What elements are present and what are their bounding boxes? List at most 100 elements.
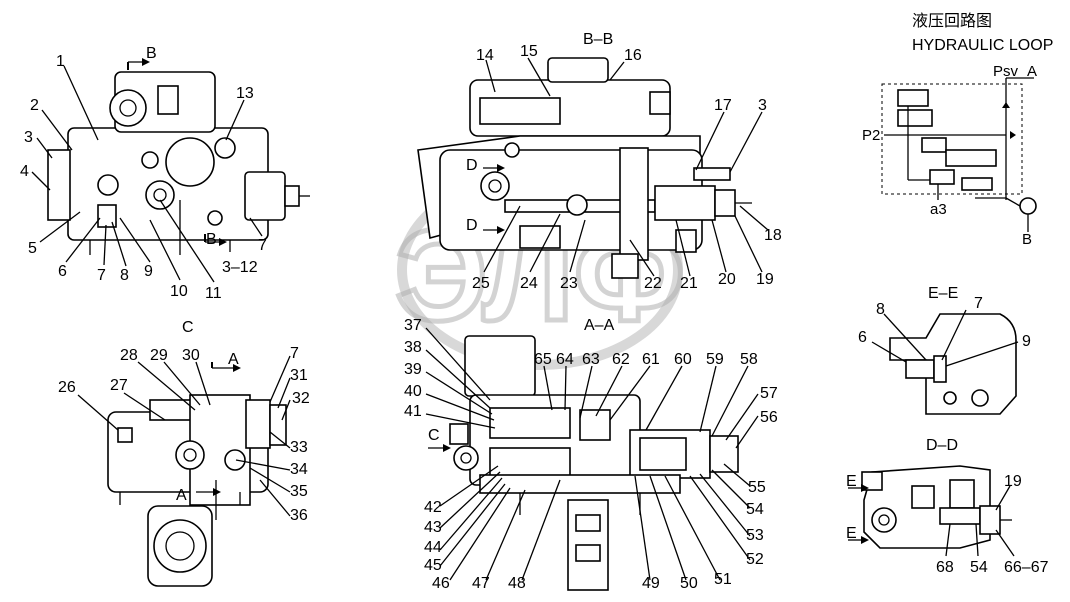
callout-13: 13 bbox=[236, 85, 254, 102]
callout-49: 49 bbox=[642, 575, 660, 592]
callout-6-ee: 6 bbox=[858, 329, 867, 346]
callout-64: 64 bbox=[556, 351, 574, 368]
view-dd-labels: 19 68 54 66–67 E E bbox=[846, 473, 1049, 576]
callout-7-ee: 7 bbox=[974, 295, 983, 312]
view-dd-title: D–D bbox=[926, 437, 958, 454]
callout-1: 1 bbox=[56, 53, 65, 70]
hydraulic-title-en: HYDRAULIC LOOP bbox=[912, 37, 1053, 54]
callout-31: 31 bbox=[290, 367, 308, 384]
callout-20: 20 bbox=[718, 271, 736, 288]
view-c-labels: 26 27 28 29 30 7 31 32 33 34 35 36 A A bbox=[58, 345, 310, 524]
callout-6: 6 bbox=[58, 263, 67, 280]
callout-28: 28 bbox=[120, 347, 138, 364]
callout-14: 14 bbox=[476, 47, 494, 64]
callout-48: 48 bbox=[508, 575, 526, 592]
callout-43: 43 bbox=[424, 519, 442, 536]
view-dd: D–D bbox=[848, 437, 1015, 557]
callout-47: 47 bbox=[472, 575, 490, 592]
callout-16: 16 bbox=[624, 47, 642, 64]
callout-51: 51 bbox=[714, 571, 732, 588]
callout-4: 4 bbox=[20, 163, 29, 180]
callout-42: 42 bbox=[424, 499, 442, 516]
section-arrow-d-lower: D bbox=[466, 217, 478, 234]
callout-22: 22 bbox=[644, 275, 662, 292]
section-arrow-b-top: B bbox=[146, 45, 157, 62]
callout-21: 21 bbox=[680, 275, 698, 292]
view-c-title: C bbox=[182, 319, 194, 336]
callout-7: 7 bbox=[97, 267, 106, 284]
view-aa-labels: 37 38 39 40 41 42 43 44 45 46 47 48 49 5… bbox=[404, 317, 778, 592]
callout-46: 46 bbox=[432, 575, 450, 592]
callout-23: 23 bbox=[560, 275, 578, 292]
callout-59: 59 bbox=[706, 351, 724, 368]
front-view bbox=[47, 71, 310, 255]
callout-52: 52 bbox=[746, 551, 764, 568]
callout-27: 27 bbox=[110, 377, 128, 394]
port-p2: P2 bbox=[862, 127, 880, 144]
callout-34: 34 bbox=[290, 461, 308, 478]
hydraulic-title-cn: 液压回路图 bbox=[912, 12, 992, 30]
callout-17: 17 bbox=[714, 97, 732, 114]
callout-39: 39 bbox=[404, 361, 422, 378]
view-ee-title: E–E bbox=[928, 285, 958, 302]
callout-62: 62 bbox=[612, 351, 630, 368]
callout-26: 26 bbox=[58, 379, 76, 396]
callout-36: 36 bbox=[290, 507, 308, 524]
view-bb-labels: 14 15 16 17 3 18 19 20 21 22 23 24 25 D … bbox=[466, 43, 782, 292]
callout-44: 44 bbox=[424, 539, 442, 556]
callout-2: 2 bbox=[30, 97, 39, 114]
view-aa: A–A bbox=[425, 317, 759, 591]
callout-24: 24 bbox=[520, 275, 538, 292]
callout-19: 19 bbox=[756, 271, 774, 288]
callout-63: 63 bbox=[582, 351, 600, 368]
callout-29: 29 bbox=[150, 347, 168, 364]
callout-8: 8 bbox=[120, 267, 129, 284]
callout-38: 38 bbox=[404, 339, 422, 356]
view-bb-title: B–B bbox=[583, 31, 613, 48]
callout-66-67: 66–67 bbox=[1004, 559, 1049, 576]
view-c: C bbox=[77, 319, 291, 587]
port-psv: Psv bbox=[993, 63, 1019, 80]
section-arrow-b-bottom: B bbox=[206, 231, 217, 248]
section-arrow-e-upper: E bbox=[846, 473, 857, 490]
callout-19-dd: 19 bbox=[1004, 473, 1022, 490]
callout-60: 60 bbox=[674, 351, 692, 368]
callout-11: 11 bbox=[205, 285, 222, 302]
callout-15: 15 bbox=[520, 43, 538, 60]
callout-61: 61 bbox=[642, 351, 660, 368]
callout-3-12: 3–12 bbox=[222, 259, 258, 276]
callout-40: 40 bbox=[404, 383, 422, 400]
hydraulic-loop: 液压回路图 HYDRAULIC LOOP Psv A P2 a3 B bbox=[862, 12, 1053, 248]
section-arrow-a-right: A bbox=[228, 351, 239, 368]
callout-54-dd: 54 bbox=[970, 559, 988, 576]
port-a: A bbox=[1027, 63, 1037, 80]
callout-30: 30 bbox=[182, 347, 200, 364]
callout-10: 10 bbox=[170, 283, 188, 300]
front-view-leaders bbox=[31, 58, 263, 283]
callout-58: 58 bbox=[740, 351, 758, 368]
callout-3-bb: 3 bbox=[758, 97, 767, 114]
view-ee-labels: 8 7 6 9 bbox=[858, 295, 1031, 350]
callout-7c: 7 bbox=[290, 345, 299, 362]
front-view-labels: 1 2 3 4 5 6 7 8 9 10 11 3–12 13 7 B B bbox=[20, 45, 267, 302]
callout-57: 57 bbox=[760, 385, 778, 402]
callout-56: 56 bbox=[760, 409, 778, 426]
callout-18: 18 bbox=[764, 227, 782, 244]
callout-8-ee: 8 bbox=[876, 301, 885, 318]
callout-45: 45 bbox=[424, 557, 442, 574]
callout-9: 9 bbox=[144, 263, 153, 280]
callout-5: 5 bbox=[28, 240, 37, 257]
callout-33: 33 bbox=[290, 439, 308, 456]
view-aa-title: A–A bbox=[584, 317, 615, 334]
section-arrow-c-left: C bbox=[428, 427, 440, 444]
section-arrow-d-upper: D bbox=[466, 157, 478, 174]
section-arrow-e-lower: E bbox=[846, 525, 857, 542]
callout-37: 37 bbox=[404, 317, 422, 334]
callout-9-ee: 9 bbox=[1022, 333, 1031, 350]
callout-54: 54 bbox=[746, 501, 764, 518]
callout-68: 68 bbox=[936, 559, 954, 576]
callout-7b: 7 bbox=[258, 237, 267, 254]
view-bb: B–B bbox=[417, 31, 769, 279]
